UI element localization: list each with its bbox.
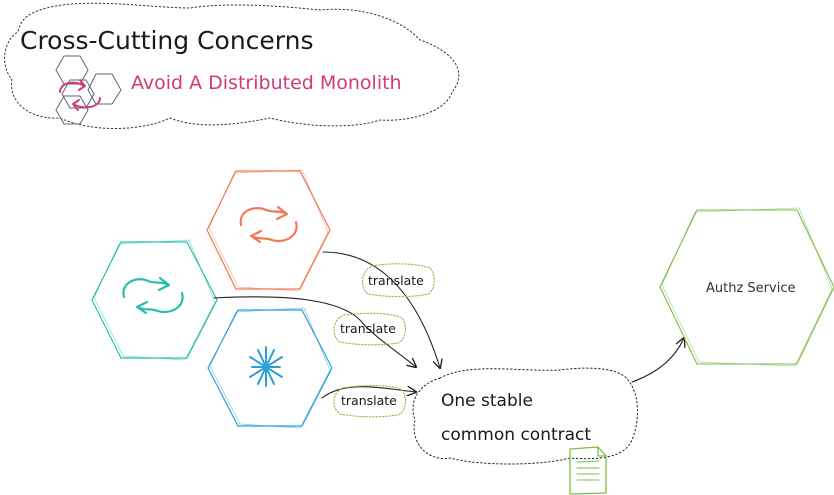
connector-orange xyxy=(322,251,440,368)
authz-service-node: Authz Service xyxy=(659,207,834,367)
service-orange xyxy=(206,169,331,292)
connector-teal xyxy=(213,296,416,367)
refresh-loop-icon xyxy=(239,205,298,244)
translate-label-top: translate xyxy=(368,273,424,288)
contract-cloud: One stable common contract xyxy=(412,367,639,465)
connector-blue xyxy=(321,387,416,399)
refresh-loop-icon xyxy=(122,276,184,315)
connector-authz xyxy=(631,338,684,383)
diagram-title: Cross-Cutting Concerns xyxy=(20,26,314,55)
diagram-subtitle: Avoid A Distributed Monolith xyxy=(131,72,402,94)
hexagon-cluster-icon xyxy=(55,55,122,125)
translate-pill-bottom: translate xyxy=(333,385,407,418)
translate-pill-top: translate xyxy=(361,263,435,298)
header-cloud xyxy=(4,2,460,129)
contract-line-1: One stable xyxy=(441,391,533,411)
translate-label-middle: translate xyxy=(340,321,396,336)
document-icon xyxy=(569,446,607,495)
contract-line-2: common contract xyxy=(441,425,591,445)
translate-pill-middle: translate xyxy=(333,312,407,346)
service-blue xyxy=(207,307,333,429)
authz-label: Authz Service xyxy=(706,281,795,296)
translate-label-bottom: translate xyxy=(341,393,397,408)
service-teal xyxy=(91,239,218,361)
asterisk-star-icon xyxy=(249,346,283,387)
